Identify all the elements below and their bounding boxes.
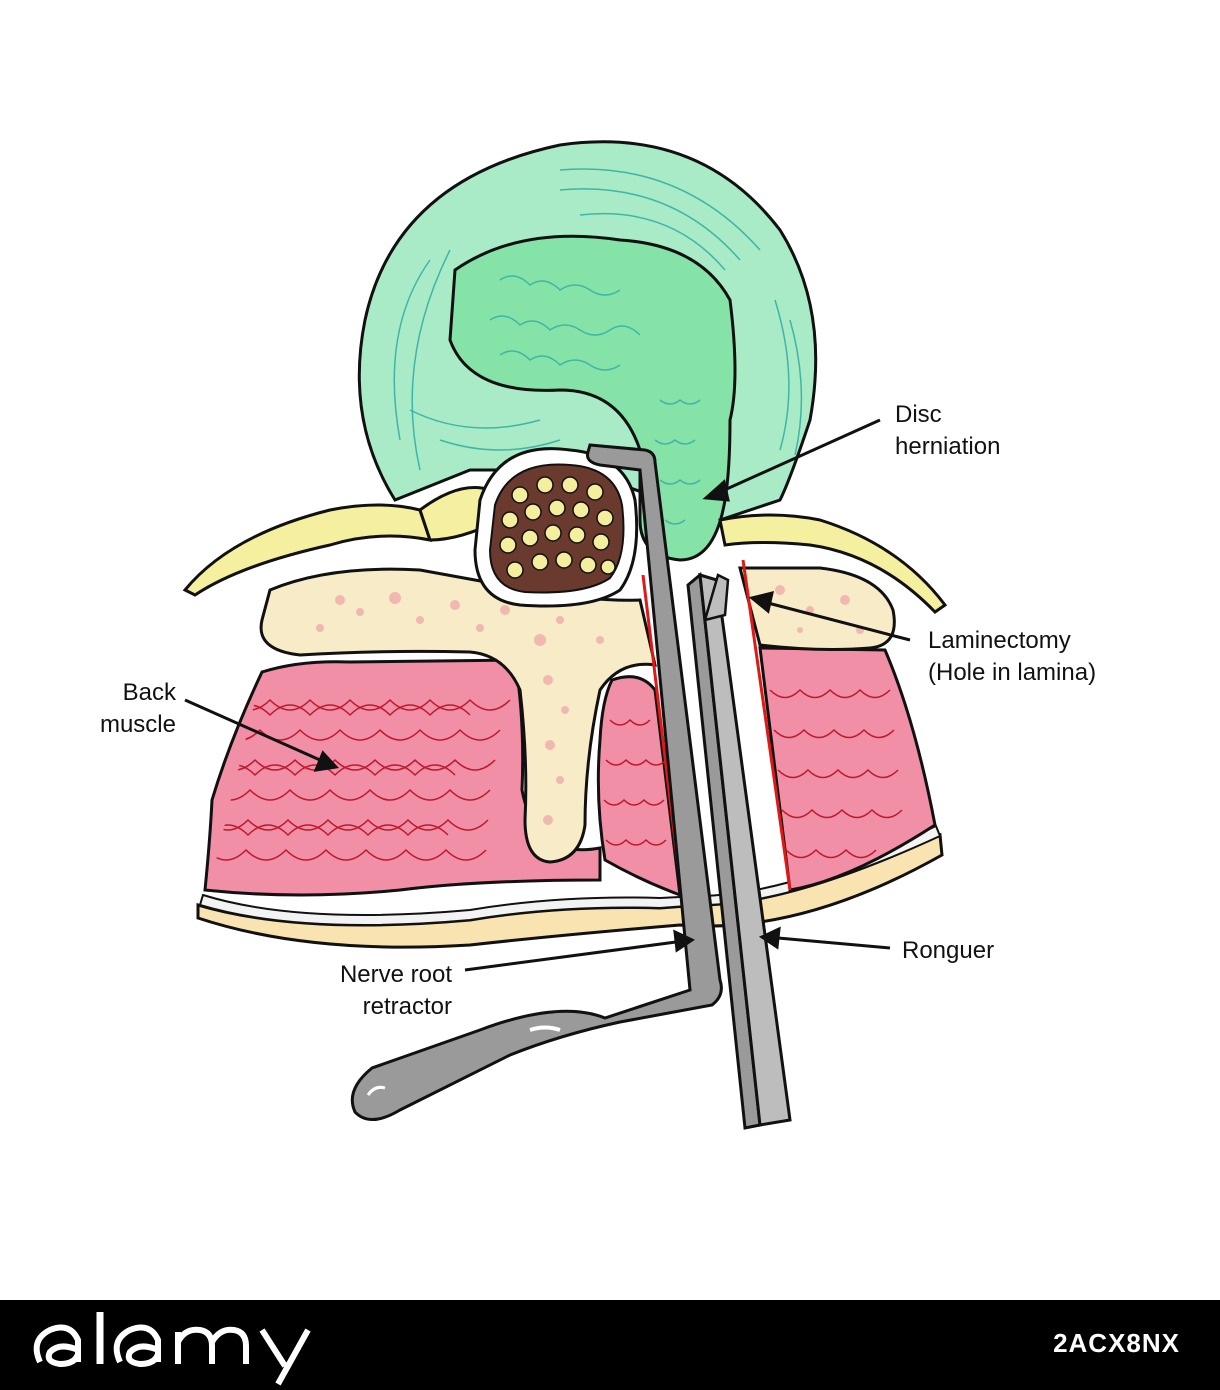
- label-back-muscle-2: muscle: [100, 711, 176, 738]
- label-laminectomy-2: (Hole in lamina): [928, 659, 1096, 686]
- label-retractor-2: retractor: [363, 993, 452, 1020]
- label-disc-herniation-1: Disc: [895, 401, 942, 428]
- back-muscle-right: [758, 646, 937, 892]
- intervertebral-disc: [357, 140, 818, 562]
- watermark-bar: [0, 1300, 1220, 1390]
- label-back-muscle-1: Back: [123, 679, 177, 706]
- spinal-cord: [473, 447, 639, 608]
- nerve-roots: [182, 486, 948, 614]
- label-retractor-1: Nerve root: [340, 961, 452, 988]
- label-disc-herniation-2: herniation: [895, 433, 1000, 460]
- back-muscle-left: [203, 658, 602, 897]
- laminectomy-diagram: Disc herniation Laminectomy (Hole in lam…: [100, 140, 1096, 1130]
- label-laminectomy-1: Laminectomy: [928, 627, 1071, 654]
- back-muscle-middle: [596, 675, 682, 898]
- label-ronguer: Ronguer: [902, 937, 994, 964]
- nerve-root-retractor: [350, 443, 723, 1121]
- ronguer-instrument: [686, 572, 792, 1130]
- leader-lines: [184, 418, 911, 972]
- stock-logo: [33, 1312, 311, 1386]
- image-id: 2ACX8NX: [1053, 1328, 1180, 1358]
